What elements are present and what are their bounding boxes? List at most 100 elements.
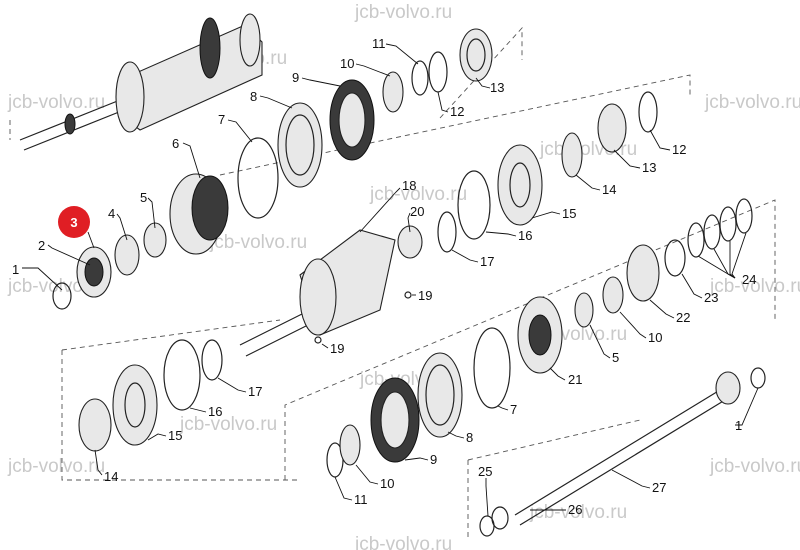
callout-20: 20 [410, 204, 424, 219]
callout-11: 11 [372, 36, 386, 51]
part-19-ball [404, 291, 412, 299]
callout-11: 11 [354, 492, 368, 507]
bottom-shaft-line [514, 389, 721, 516]
callout-4: 4 [108, 206, 115, 221]
callout-16: 16 [518, 228, 532, 243]
callout-17: 17 [248, 384, 262, 399]
leader-10c [355, 464, 379, 485]
group-outline-bottom-top [467, 419, 641, 461]
part-8-disc-b [417, 352, 463, 438]
callout-12: 12 [450, 104, 464, 119]
leader-11b [334, 476, 353, 501]
leader-12a [437, 91, 449, 113]
leader-10a [355, 63, 391, 77]
highlight-marker[interactable] [58, 206, 90, 238]
central-drum-end [299, 258, 337, 336]
callout-6: 6 [172, 136, 179, 151]
group-outline-left [61, 350, 300, 481]
part-1-ring [52, 282, 72, 310]
leader-lines [22, 43, 759, 517]
callout-15: 15 [168, 428, 182, 443]
callout-15: 15 [562, 206, 576, 221]
part-9-friction-plate-b-inner [380, 391, 410, 449]
watermark: jcb-volvo.ru [209, 232, 307, 253]
leader-3 [87, 231, 95, 249]
callout-10: 10 [648, 330, 662, 345]
leader-18 [359, 187, 401, 233]
leader-1a [22, 267, 63, 291]
part-15-piston-b [112, 364, 158, 446]
leader-14a [575, 174, 601, 191]
callout-13: 13 [642, 160, 656, 175]
leader-14b [94, 449, 103, 476]
callout-24: 24 [742, 272, 756, 287]
part-17-seal [437, 211, 457, 253]
leader-10b [619, 311, 647, 339]
bottom-shaft-line [519, 399, 726, 526]
part-12-ring [428, 51, 448, 93]
leader-24 [731, 232, 747, 279]
top-shaft-spline [64, 113, 76, 135]
part-8-disc-b-inner [425, 364, 455, 426]
watermark: jcb-volvo.ru [529, 502, 627, 523]
mid-left-parts [52, 137, 279, 310]
top-drum-gear [199, 17, 221, 79]
callout-14: 14 [104, 469, 118, 484]
leader-22 [649, 299, 675, 319]
watermark: jcb-volvo.ru [354, 2, 452, 23]
watermark: jcb-volvo.ru [354, 534, 452, 550]
part-10-thrust [382, 71, 404, 113]
watermark: jcb-volvo.ru [369, 184, 467, 205]
callout-16: 16 [208, 404, 222, 419]
part-7-snap-ring-b [473, 327, 511, 409]
leader-9a [301, 77, 341, 87]
callout-13: 13 [490, 80, 504, 95]
callout-7: 7 [510, 402, 517, 417]
watermark: jcb-volvo.ru [709, 456, 800, 477]
leader-25 [485, 478, 489, 517]
callout-8: 8 [250, 89, 257, 104]
part-24-ring [735, 198, 753, 234]
leader-19b [321, 343, 329, 349]
highlight-label: 3 [70, 215, 77, 230]
leader-16a [485, 231, 517, 237]
group-outline-mid [219, 74, 691, 176]
leader-13b [613, 149, 641, 169]
leader-13a [475, 77, 491, 89]
bottom-shaft-end [715, 371, 741, 405]
watermark: jcb-volvo.ru [7, 456, 105, 477]
leader-4 [116, 213, 128, 241]
callout-5: 5 [612, 350, 619, 365]
part-15-piston [497, 144, 543, 226]
part-10-thrust-c [339, 424, 361, 466]
watermark: jcb-volvo.ru [179, 414, 277, 435]
leader-17a [451, 249, 479, 263]
part-9-friction-plate-inner [338, 92, 366, 148]
part-19-ball-b [314, 336, 322, 344]
part-17-seal-b [201, 339, 223, 381]
leader-20 [407, 212, 411, 233]
part-24-ring [687, 222, 705, 258]
right-row-parts [517, 198, 753, 374]
highlight-callout-3[interactable]: 3 [58, 206, 95, 249]
leader-1b [735, 387, 759, 426]
part-5-bearing-b [574, 292, 594, 328]
central-shaft-assembly [239, 225, 423, 357]
top-drum-end-right [239, 13, 261, 67]
callout-19: 19 [330, 341, 344, 356]
leader-6 [182, 142, 201, 179]
top-row-parts [277, 28, 493, 188]
leader-5a [147, 197, 156, 229]
part-24-ring [719, 206, 737, 242]
callout-5: 5 [140, 190, 147, 205]
callout-22: 22 [676, 310, 690, 325]
callout-27: 27 [652, 480, 666, 495]
part-16-seal-b [163, 339, 201, 411]
part-15-piston-b-inner [124, 382, 146, 428]
callout-10: 10 [380, 476, 394, 491]
part-6-gear-hub [191, 175, 229, 241]
callout-10: 10 [340, 56, 354, 71]
leader-11a [385, 43, 419, 65]
part-24-ring [703, 214, 721, 250]
